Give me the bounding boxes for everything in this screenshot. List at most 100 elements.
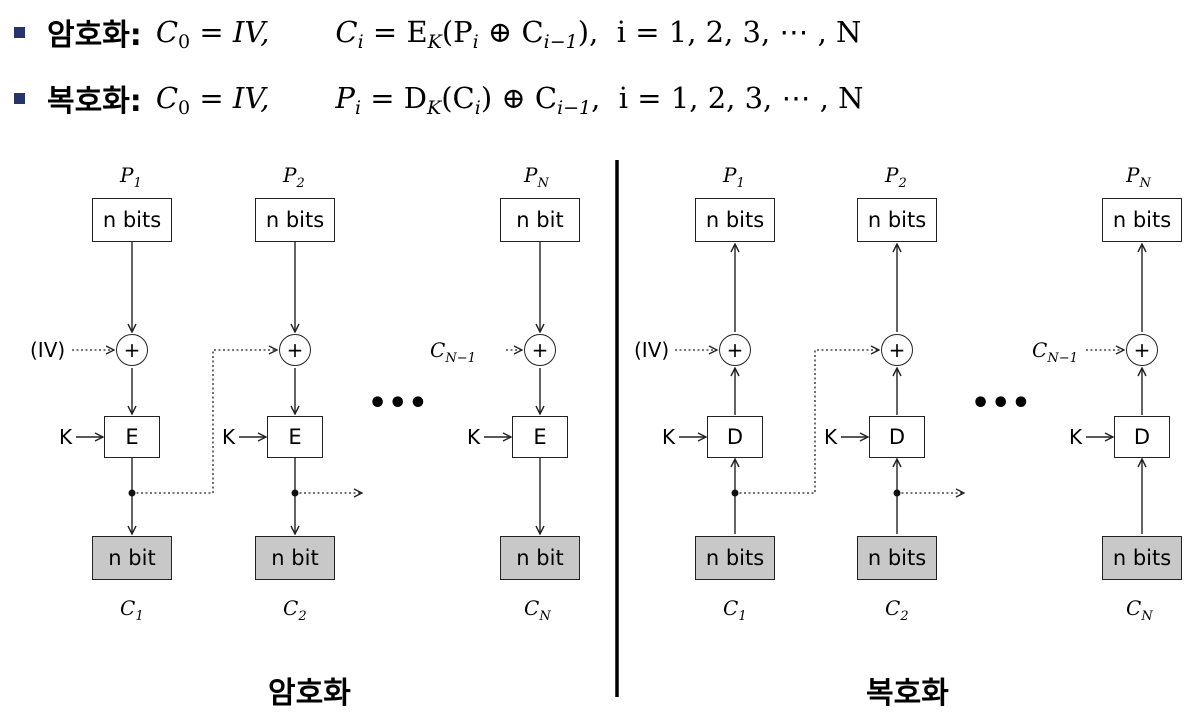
enc-ciphertext-box: n bit [255, 536, 335, 580]
var-base: P [524, 163, 538, 187]
var-sub: 2 [900, 609, 909, 624]
var-base: P [1126, 163, 1140, 187]
var-sub: 1 [738, 609, 747, 624]
dec-xor-icon: + [881, 334, 913, 366]
eq-xor-sub: i−1 [543, 31, 578, 53]
dec-ciphertext-label: C1 [723, 596, 747, 623]
eq-xor: ⊕ C [478, 15, 544, 49]
eq-rel: = D [370, 81, 428, 115]
dec-ciphertext-box: n bits [695, 536, 775, 580]
eq-close: ), [577, 15, 599, 49]
enc-ellipsis: ••• [368, 386, 429, 421]
junction-dot [128, 489, 136, 497]
enc-ciphertext-box: n bit [500, 536, 580, 580]
decryption-eq-label: 복호화: [47, 84, 142, 119]
enc-function-box: E [512, 416, 568, 458]
dec-function-box: D [1114, 416, 1170, 458]
junction-dot [893, 489, 901, 497]
encryption-equation: 암호화: C0 = IV, Ci = EK(Pi ⊕ Ci−1), i = 1,… [14, 10, 861, 54]
dec-cn1-label: CN−1 [1032, 338, 1078, 365]
enc-function-box: E [104, 416, 160, 458]
enc-ciphertext-label: C2 [283, 596, 307, 623]
eq-iv: IV, [232, 15, 270, 49]
dec-function-box: D [869, 416, 925, 458]
junction-dot [731, 489, 739, 497]
eq-rel: = E [372, 15, 428, 49]
dec-ellipsis: ••• [971, 386, 1032, 421]
var-sub: N [537, 176, 549, 191]
enc-ciphertext-label: CN [524, 596, 551, 623]
var-base: C [283, 596, 299, 620]
enc-xor-icon: + [279, 334, 311, 366]
var-base: C [885, 596, 901, 620]
eq-xor: ) ⊕ C [480, 81, 558, 115]
dec-plaintext-label: P2 [885, 163, 907, 190]
var-base: P [723, 163, 737, 187]
dec-caption: 복호화 [866, 676, 949, 711]
enc-plaintext-box: n bit [500, 198, 580, 242]
enc-plaintext-box: n bits [255, 198, 335, 242]
decryption-equation: 복호화: C0 = IV, Pi = DK(Ci) ⊕ Ci−1, i = 1,… [14, 76, 864, 120]
var-sub: 1 [736, 176, 745, 191]
bullet-icon [14, 92, 25, 104]
enc-chain-wire [132, 350, 277, 494]
enc-function-box: E [267, 416, 323, 458]
dec-function-box: D [707, 416, 763, 458]
enc-ciphertext-label: C1 [120, 596, 144, 623]
var-sub: N [1139, 176, 1151, 191]
enc-xor-icon: + [116, 334, 148, 366]
var-sub: 1 [133, 176, 142, 191]
eq-range: i = 1, 2, 3, ⋯ , N [600, 81, 864, 115]
dec-xor-icon: + [1126, 334, 1158, 366]
enc-plaintext-box: n bits [92, 198, 172, 242]
enc-plaintext-label: P2 [283, 163, 305, 190]
var-sub: 1 [135, 609, 144, 624]
var-sub: 2 [298, 609, 307, 624]
var-sub: 2 [898, 176, 907, 191]
enc-plaintext-label: P1 [120, 163, 142, 190]
var-base: C [120, 596, 136, 620]
dec-key-label: K [662, 425, 676, 449]
dec-key-label: K [1069, 425, 1083, 449]
enc-cn1-label: CN−1 [430, 338, 476, 365]
var-sub: N−1 [1047, 351, 1078, 366]
junction-dot [291, 489, 299, 497]
enc-xor-icon: + [524, 334, 556, 366]
eq-rel-sub: K [427, 31, 442, 53]
dec-ciphertext-box: n bits [857, 536, 937, 580]
var-sub: N−1 [445, 351, 476, 366]
var-base: P [283, 163, 297, 187]
eq-body: (C [441, 81, 475, 115]
enc-caption: 암호화 [268, 676, 351, 711]
dec-plaintext-box: n bits [857, 198, 937, 242]
var-base: C [1126, 596, 1142, 620]
dec-ciphertext-label: C2 [885, 596, 909, 623]
var-base: C [524, 596, 540, 620]
eq-xor-sub: i−1 [557, 97, 592, 119]
dec-ciphertext-label: CN [1126, 596, 1153, 623]
eq-range: i = 1, 2, 3, ⋯ , N [598, 15, 862, 49]
eq-body-sub: i [474, 97, 481, 119]
enc-plaintext-label: PN [524, 163, 549, 190]
var-sub: 2 [296, 176, 305, 191]
enc-ciphertext-box: n bit [92, 536, 172, 580]
dec-iv-label: (IV) [634, 338, 670, 362]
eq-rel-sub: K [427, 97, 442, 119]
dec-plaintext-label: PN [1126, 163, 1151, 190]
var-base: C [430, 338, 446, 362]
bullet-icon [14, 26, 25, 38]
var-base: P [885, 163, 899, 187]
var-sub: N [1141, 609, 1153, 624]
eq-iv: IV, [232, 81, 270, 115]
eq-body: (P [441, 15, 473, 49]
eq-close: , [591, 81, 601, 115]
dec-xor-icon: + [719, 334, 751, 366]
var-base: P [120, 163, 134, 187]
eq-body-sub: i [472, 31, 479, 53]
var-base: C [1032, 338, 1048, 362]
enc-iv-label: (IV) [30, 338, 66, 362]
dec-plaintext-box: n bits [695, 198, 775, 242]
var-sub: N [539, 609, 551, 624]
encryption-eq-label: 암호화: [47, 18, 142, 53]
